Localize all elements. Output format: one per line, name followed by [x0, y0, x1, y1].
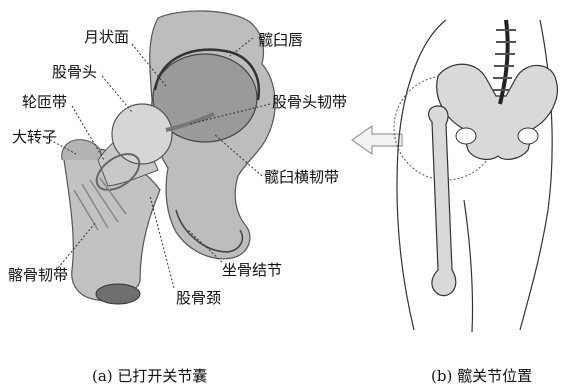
label-transverse-acetabular-ligament: 髋臼横韧带	[264, 168, 339, 186]
spine-line	[500, 20, 508, 104]
caption-panel-a: (a) 已打开关节囊	[92, 367, 207, 385]
label-femoral-head: 股骨头	[52, 63, 97, 81]
obturator-left	[456, 128, 476, 144]
obturator-right	[518, 128, 538, 144]
label-iliofemoral-ligament: 髂骨韧带	[8, 266, 68, 284]
label-ligament-of-head: 股骨头韧带	[272, 93, 347, 111]
panel-b-illustration	[394, 20, 557, 332]
leg-inner-outline	[464, 200, 473, 332]
caption-panel-b: (b) 髋关节位置	[431, 367, 532, 385]
label-ischial-tuberosity: 坐骨结节	[222, 261, 282, 279]
femur-b-shape	[429, 106, 456, 296]
label-greater-trochanter: 大转子	[12, 128, 57, 146]
label-acetabular-labrum: 髋臼唇	[258, 31, 303, 49]
label-zona-orbicularis: 轮匝带	[22, 93, 67, 111]
label-lunate-surface: 月状面	[84, 28, 129, 46]
femur-cut-end	[96, 284, 140, 304]
label-femoral-neck: 股骨颈	[176, 289, 221, 307]
